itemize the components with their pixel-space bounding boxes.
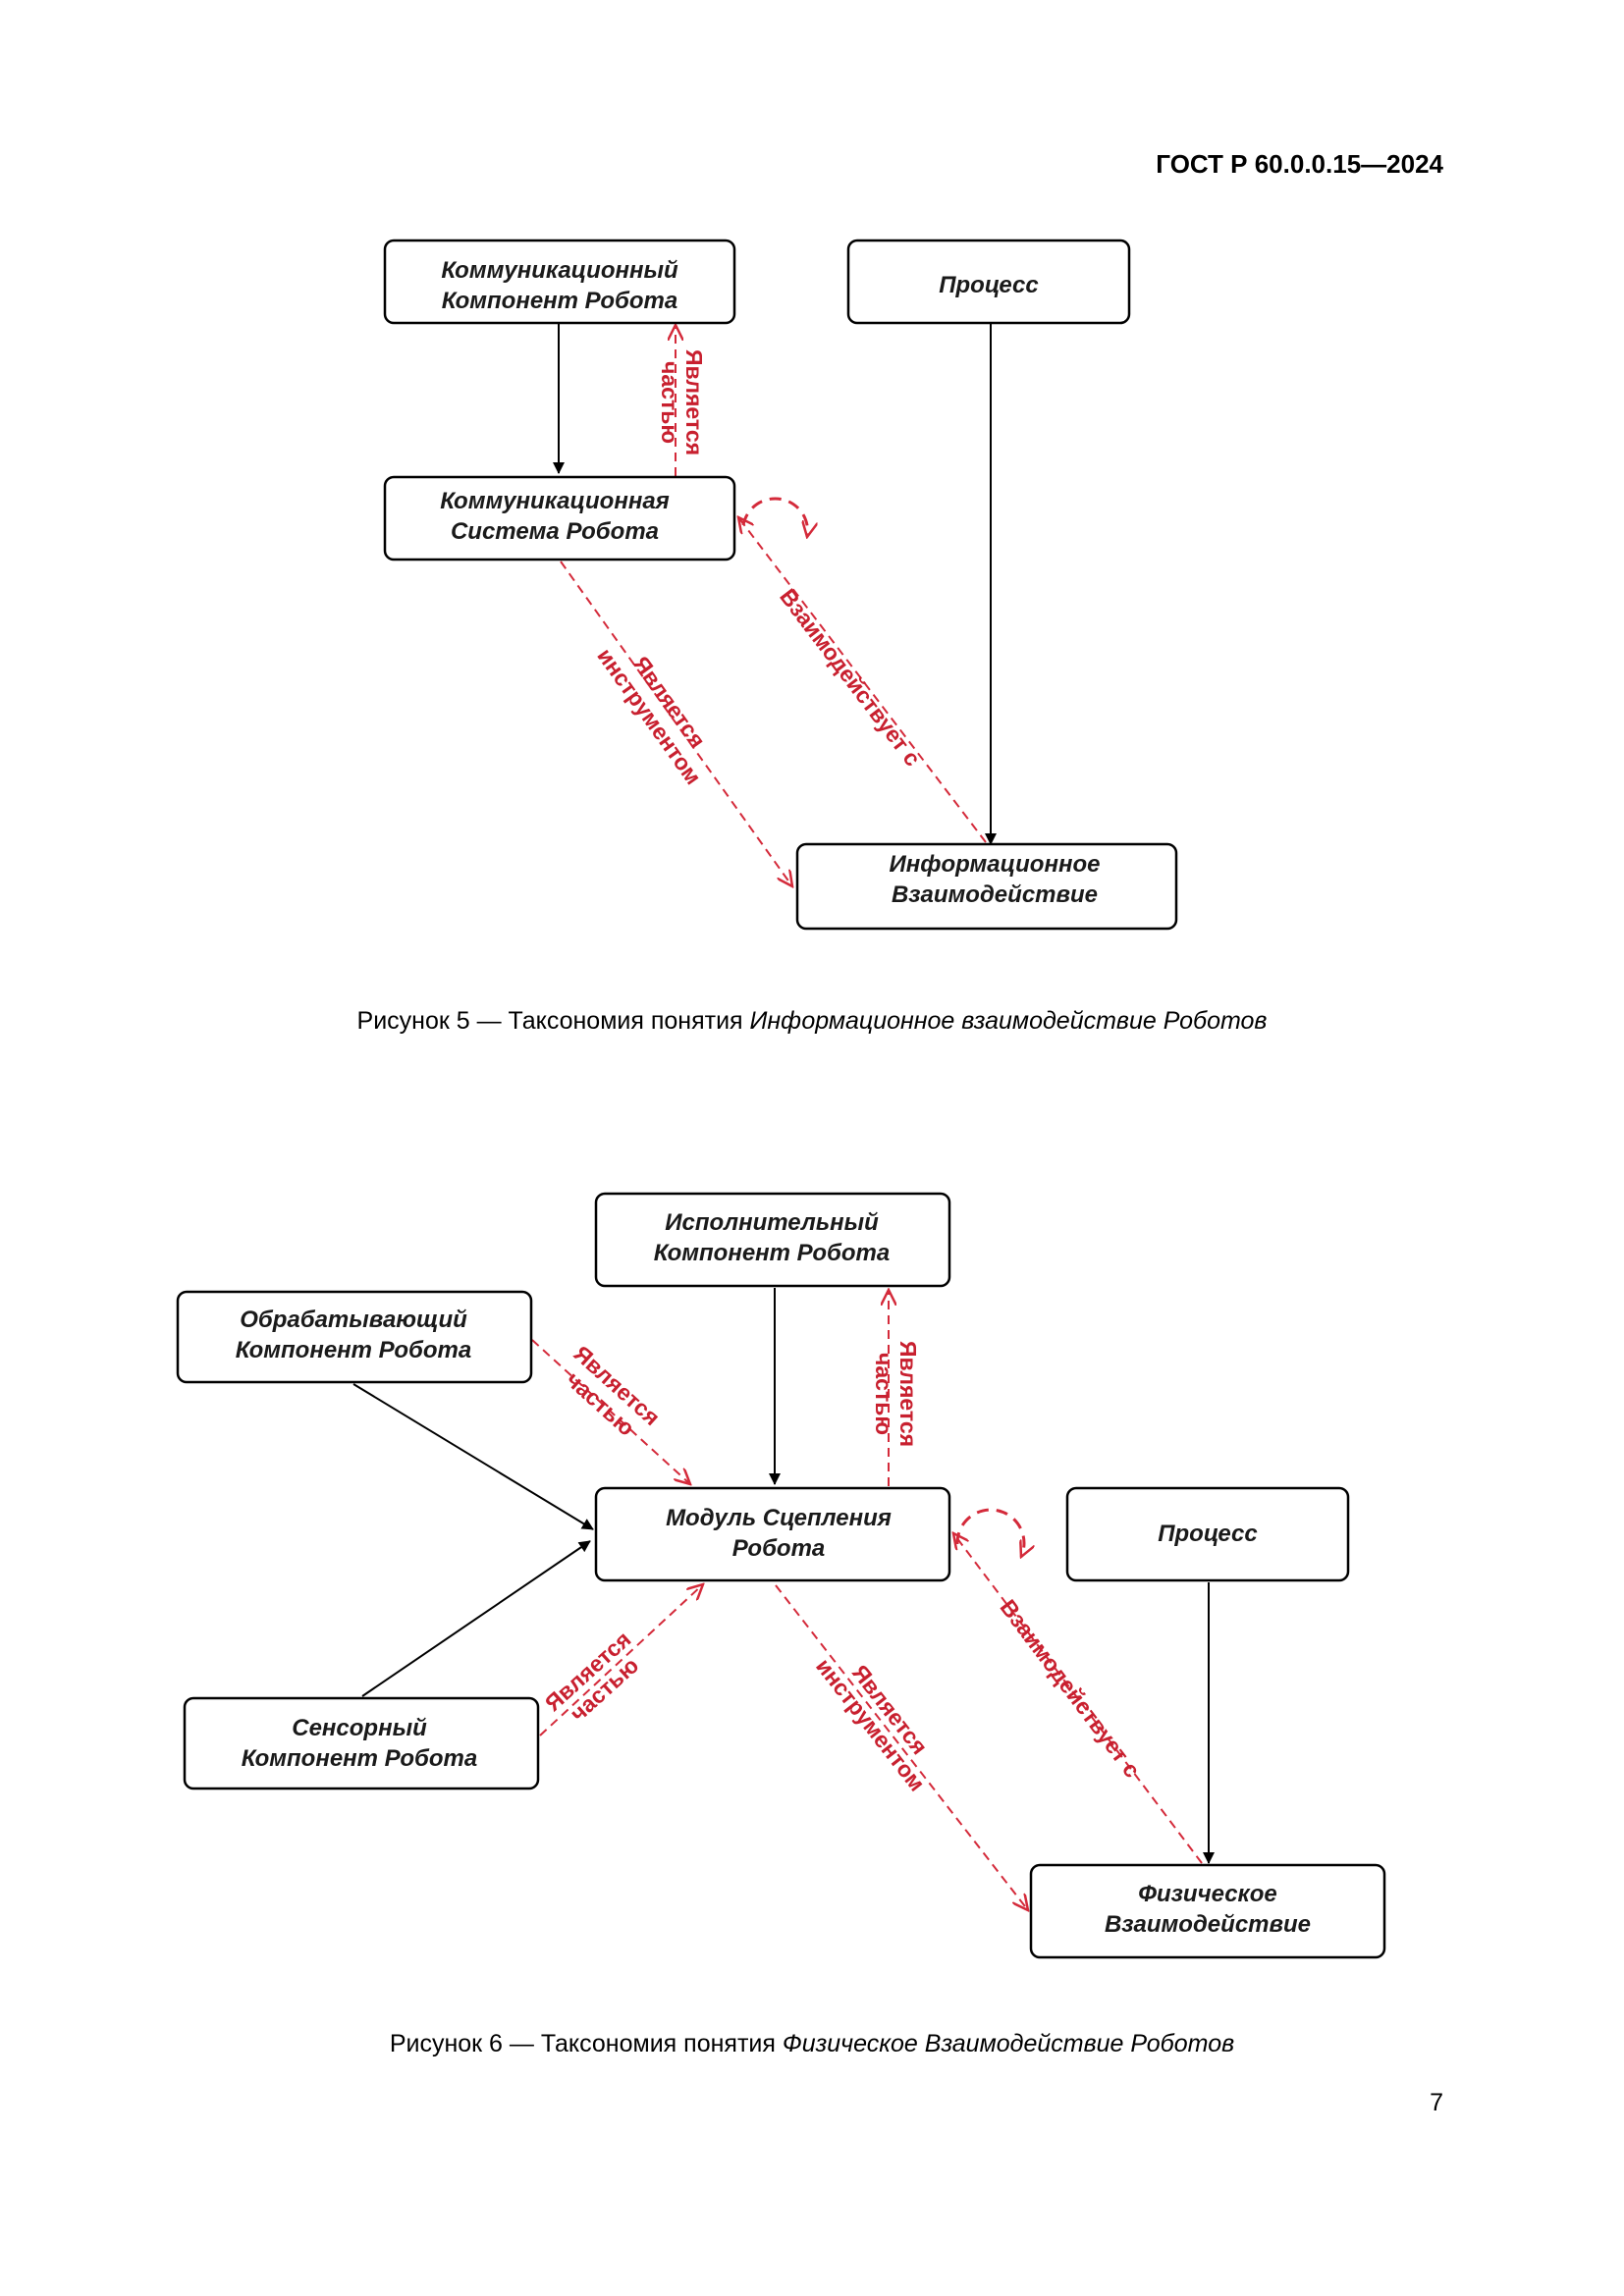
label-part-of-sensor: Является частью	[540, 1627, 643, 1727]
node-label: Обрабатывающий	[240, 1307, 467, 1333]
svg-text:Взаимодействует с: Взаимодействует с	[996, 1594, 1146, 1782]
edge-part-of-sensor	[539, 1584, 703, 1736]
node-sensor-component: Сенсорный Компонент Робота	[183, 1696, 540, 1790]
node-label: Процесс	[939, 272, 1039, 298]
node-label: Модуль Сцепления	[666, 1505, 892, 1531]
node-coupling-module: Модуль Сцепления Робота	[594, 1486, 951, 1582]
node-label: Коммуникационный	[441, 257, 678, 284]
node-label: Взаимодействие	[892, 881, 1098, 908]
node-process: Процесс	[1065, 1486, 1350, 1582]
node-label: Процесс	[1158, 1521, 1258, 1547]
node-processing-component: Обрабатывающий Компонент Робота	[176, 1290, 533, 1384]
label-part-of-actuator: Является частью	[871, 1341, 921, 1447]
self-loop-arrow	[955, 1508, 1024, 1557]
edge-processing-to-module	[352, 1383, 594, 1530]
svg-text:Взаимодействует с: Взаимодействует с	[775, 584, 926, 772]
node-label: Компонент Робота	[236, 1337, 471, 1363]
node-label: Робота	[732, 1535, 826, 1562]
node-physical-interaction: Физическое Взаимодействие	[1029, 1863, 1386, 1959]
node-label: Компонент Робота	[442, 288, 677, 314]
svg-text:Является: Является	[681, 349, 707, 455]
svg-text:частью: частью	[657, 361, 682, 444]
document-number: ГОСТ Р 60.0.0.15—2024	[1156, 149, 1443, 179]
figure-5-caption: Рисунок 5 — Таксономия понятия Информаци…	[356, 1007, 1268, 1035]
node-process: Процесс	[846, 239, 1131, 325]
figure-6-diagram: Исполнительный Компонент Робота Обрабаты…	[176, 1192, 1386, 1959]
figure-6-caption: Рисунок 6 — Таксономия понятия Физическо…	[389, 2030, 1235, 2057]
edge-interacts-with	[738, 517, 987, 843]
label-part-of-processing: Является частью	[562, 1341, 665, 1441]
node-info-interaction: Информационное Взаимодействие	[795, 842, 1178, 931]
self-loop-arrow	[741, 497, 808, 537]
node-label: Взаимодействие	[1105, 1911, 1311, 1938]
node-label: Система Робота	[451, 518, 659, 545]
node-label: Компонент Робота	[654, 1240, 890, 1266]
edge-interacts-with	[953, 1533, 1203, 1864]
node-label: Сенсорный	[292, 1715, 427, 1741]
label-part-of: Является частью	[657, 349, 707, 455]
label-instrument: Является инструментом	[811, 1653, 933, 1795]
page-number: 7	[1430, 2089, 1443, 2116]
node-label: Коммуникационная	[440, 488, 670, 514]
svg-text:Является: Является	[895, 1341, 921, 1447]
node-comm-component: Коммуникационный Компонент Робота	[383, 239, 736, 325]
svg-text:частью: частью	[871, 1353, 896, 1435]
figure-5-diagram: Коммуникационный Компонент Робота Процес…	[383, 239, 1178, 931]
node-label: Физическое	[1138, 1881, 1276, 1907]
edge-instrument	[775, 1584, 1028, 1910]
node-comm-system: Коммуникационная Система Робота	[383, 475, 736, 561]
label-interacts-with: Взаимодействует с	[775, 584, 926, 772]
node-label: Исполнительный	[665, 1209, 879, 1236]
node-label: Компонент Робота	[242, 1745, 477, 1772]
node-actuator-component: Исполнительный Компонент Робота	[594, 1192, 951, 1288]
label-interacts-with: Взаимодействует с	[996, 1594, 1146, 1782]
edge-instrument	[560, 561, 792, 886]
edge-part-of-processing	[531, 1339, 690, 1484]
edge-sensor-to-module	[361, 1540, 591, 1697]
node-label: Информационное	[890, 851, 1101, 878]
